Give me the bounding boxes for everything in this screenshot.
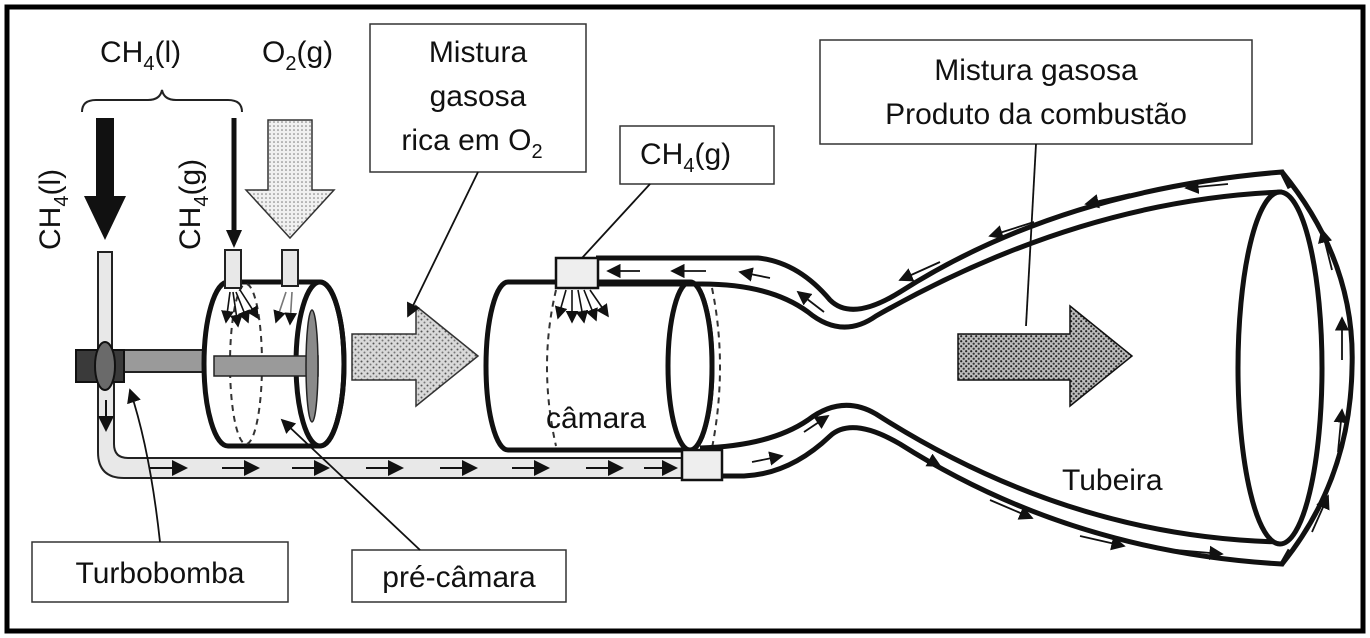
top-manifold [554,256,600,290]
leader-pre-camara [280,418,421,551]
pre-chamber [201,249,347,449]
o2-rich-mixture-arrow [351,304,480,408]
label-turbobomba: Turbobomba [76,557,245,590]
nozzle-exit-inner [1235,189,1325,547]
label-combustion-line1: Mistura gasosa [934,54,1138,87]
bottom-manifold [680,448,724,482]
leader-combustion-product [1025,143,1037,327]
leader-ch4-gas [581,183,651,259]
label-mix-o2-line3: rica em O2 [401,124,542,163]
ch4-inlet-pipe [97,251,113,353]
label-camara: câmara [546,402,646,435]
label-box-turbobomba [31,541,289,603]
label-ch4-liquid-side: CH4(l) [34,169,73,250]
label-box-ch4-gas [619,125,775,185]
leader-o2-rich-mixture [407,171,479,318]
label-pre-camara: pré-câmara [382,561,536,594]
label-box-o2-rich-mixture [369,23,587,173]
label-mix-o2-line1: Mistura [429,36,528,69]
label-combustion-line2: Produto da combustão [885,98,1187,131]
supply-pipe-flow-arrows [98,400,678,476]
outer-frame [4,4,1366,634]
exhaust-arrow [957,304,1134,408]
cooling-channel-flow-arrows [606,179,1350,561]
label-ch4-gas-box: CH4(g) [640,138,731,177]
label-mix-o2-line2: gasosa [430,80,527,113]
label-tubeira: Tubeira [1062,464,1163,497]
ch4-liquid-arrow [84,118,126,240]
label-box-combustion-product [819,39,1253,145]
turbopump-rotor [94,341,116,391]
label-o2-gas: O2(g) [262,36,333,75]
label-ch4-liquid-top: CH4(l) [100,36,181,75]
ch4-injector-spray [554,289,609,324]
o2-gas-arrow [244,119,336,240]
brace [81,89,243,113]
label-box-pre-camara [351,549,567,603]
combustion-chamber [483,279,721,453]
leader-turbobomba [127,388,161,543]
label-ch4-gas-side: CH4(g) [174,159,213,250]
